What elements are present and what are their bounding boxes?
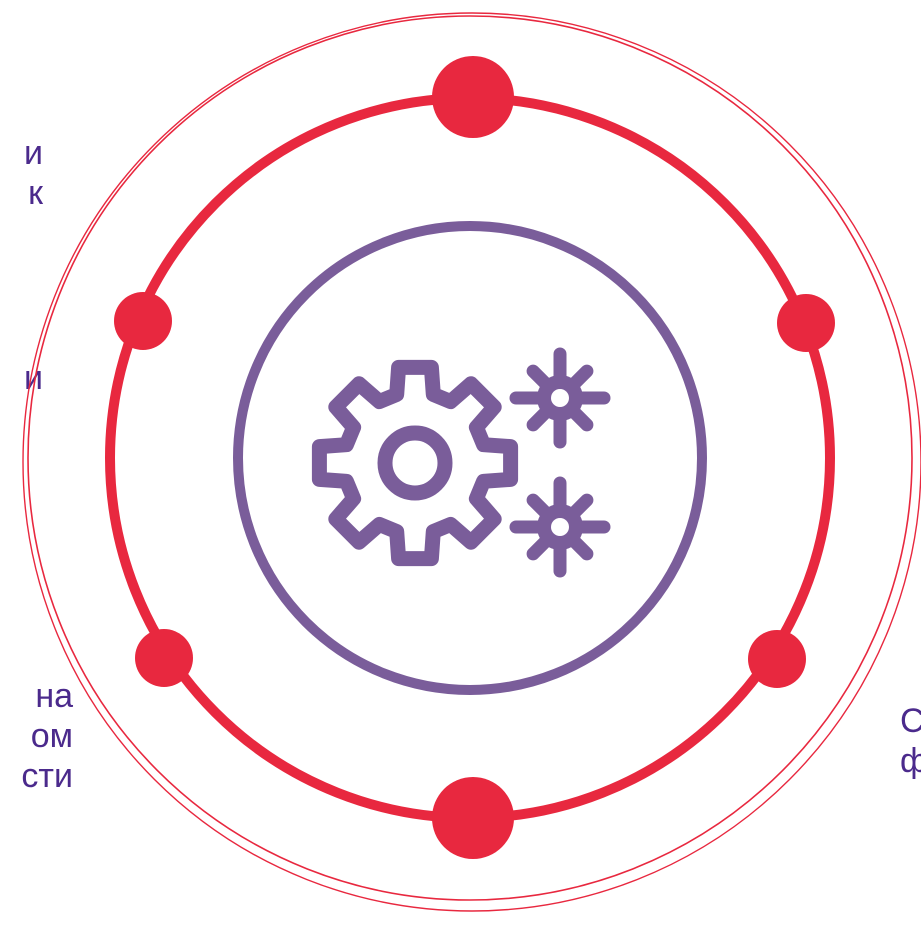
left-top-label: и к xyxy=(24,133,43,213)
main-orbit-ring xyxy=(105,93,835,823)
right-bottom-label: С ф xyxy=(900,701,921,781)
outer-thin-ring-offset xyxy=(22,12,921,912)
orbit-dot-top xyxy=(432,56,514,138)
inner-purple-ring xyxy=(233,221,707,695)
big-gear-icon xyxy=(311,359,519,567)
gears-icon xyxy=(311,347,611,578)
left-top-line-1: и xyxy=(24,134,43,172)
orbit-dot-bottom xyxy=(432,777,514,859)
small-gear-bottom-icon xyxy=(509,476,611,578)
orbit-dot-lower-right xyxy=(748,630,806,688)
big-gear-hub xyxy=(377,425,453,501)
outer-thin-ring xyxy=(27,15,913,901)
small-gear-top-icon xyxy=(509,347,611,449)
orbit-dot-upper-right xyxy=(777,294,835,352)
left-bottom-label: на ом сти xyxy=(21,676,73,796)
orbit-dot-lower-left xyxy=(135,629,193,687)
left-bottom-line-3: сти xyxy=(21,757,73,795)
right-bottom-line-1: С xyxy=(900,702,921,740)
small-gear-hub xyxy=(551,518,569,536)
left-bottom-line-1: на xyxy=(35,677,73,715)
big-gear-outline xyxy=(311,359,519,567)
small-gear-hub xyxy=(551,389,569,407)
orbit-dot-upper-left xyxy=(114,292,172,350)
left-bottom-line-2: ом xyxy=(30,717,73,755)
left-top-line-2: к xyxy=(28,174,43,212)
right-bottom-line-2: ф xyxy=(900,742,921,780)
